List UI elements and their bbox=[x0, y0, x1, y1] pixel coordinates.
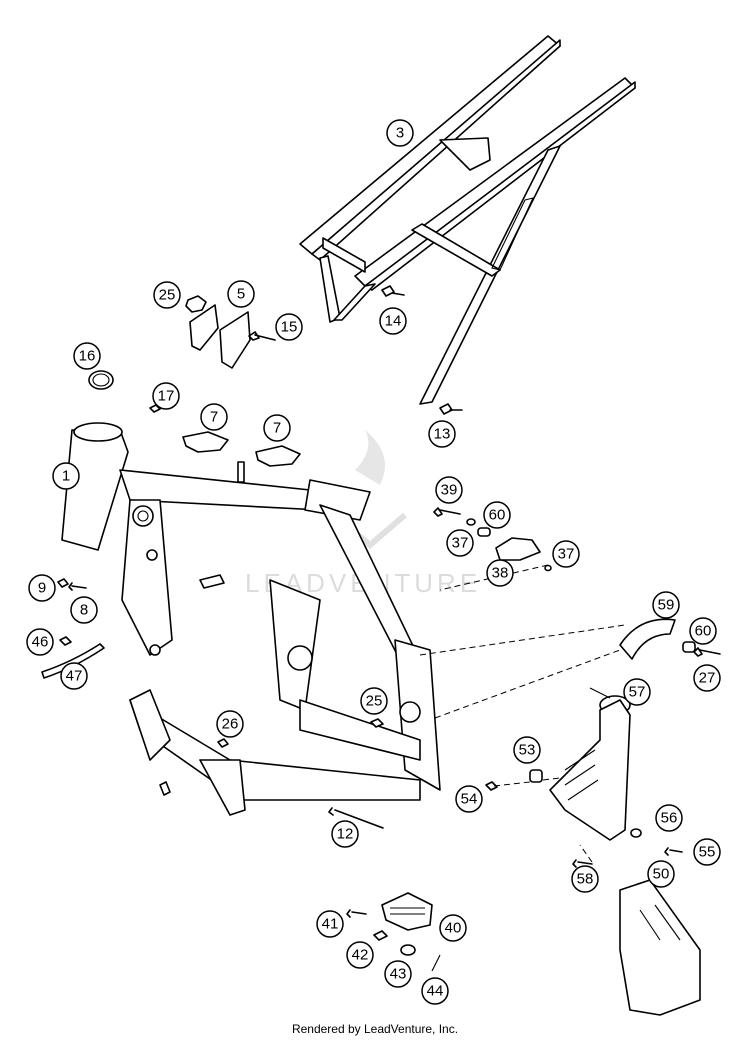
callout-44: 44 bbox=[421, 977, 449, 1005]
svg-text:46: 46 bbox=[32, 634, 49, 651]
svg-text:38: 38 bbox=[492, 565, 509, 582]
svg-text:7: 7 bbox=[273, 420, 281, 437]
main-frame bbox=[61, 422, 441, 816]
svg-text:59: 59 bbox=[658, 597, 675, 614]
callout-25b: 25 bbox=[360, 687, 388, 715]
callout-58: 58 bbox=[571, 865, 599, 893]
svg-text:37: 37 bbox=[452, 535, 469, 552]
callout-16: 16 bbox=[73, 342, 101, 370]
svg-text:54: 54 bbox=[461, 791, 478, 808]
callout-7b: 7 bbox=[263, 414, 291, 442]
svg-text:58: 58 bbox=[577, 871, 594, 888]
leader-lines bbox=[419, 564, 626, 863]
svg-text:13: 13 bbox=[434, 426, 451, 443]
svg-text:25: 25 bbox=[159, 287, 176, 304]
callout-40: 40 bbox=[439, 914, 467, 942]
frame-protector bbox=[485, 699, 701, 1016]
callout-60b: 60 bbox=[689, 617, 717, 645]
callout-12: 12 bbox=[331, 820, 359, 848]
svg-text:47: 47 bbox=[66, 668, 83, 685]
svg-text:1: 1 bbox=[62, 468, 70, 485]
svg-text:27: 27 bbox=[699, 670, 716, 687]
callout-46: 46 bbox=[26, 628, 54, 656]
small-parts-top-left bbox=[88, 370, 161, 413]
subframe-bolts bbox=[381, 285, 463, 415]
callout-13: 13 bbox=[428, 420, 456, 448]
callout-53: 53 bbox=[513, 736, 541, 764]
callout-15: 15 bbox=[275, 313, 303, 341]
svg-text:9: 9 bbox=[38, 580, 46, 597]
svg-text:37: 37 bbox=[558, 546, 575, 563]
callout-5: 5 bbox=[227, 280, 255, 308]
svg-text:25: 25 bbox=[366, 693, 383, 710]
svg-text:60: 60 bbox=[489, 507, 506, 524]
svg-text:53: 53 bbox=[519, 742, 536, 759]
svg-text:41: 41 bbox=[322, 916, 339, 933]
svg-text:16: 16 bbox=[79, 348, 96, 365]
callout-17: 17 bbox=[152, 382, 180, 410]
callout-37b: 37 bbox=[552, 540, 580, 568]
brackets bbox=[185, 295, 276, 369]
svg-text:17: 17 bbox=[158, 388, 175, 405]
svg-text:40: 40 bbox=[445, 920, 462, 937]
subframe bbox=[299, 35, 636, 405]
frame-hardware bbox=[217, 718, 384, 829]
callout-7a: 7 bbox=[200, 403, 228, 431]
callout-labels: 1 3 5 7 7 8 9 12 13 14 15 16 17 25 25 26… bbox=[26, 119, 721, 1005]
svg-text:43: 43 bbox=[390, 966, 407, 983]
svg-text:50: 50 bbox=[653, 866, 670, 883]
right-bracket-parts bbox=[619, 618, 721, 660]
svg-text:5: 5 bbox=[237, 286, 245, 303]
callout-42: 42 bbox=[346, 941, 374, 969]
callout-38: 38 bbox=[486, 559, 514, 587]
callout-25a: 25 bbox=[153, 281, 181, 309]
svg-text:57: 57 bbox=[629, 684, 646, 701]
callout-56: 56 bbox=[655, 804, 683, 832]
svg-text:60: 60 bbox=[695, 623, 712, 640]
svg-text:14: 14 bbox=[385, 313, 402, 330]
svg-text:55: 55 bbox=[699, 844, 716, 861]
callout-60a: 60 bbox=[483, 501, 511, 529]
callout-41: 41 bbox=[316, 910, 344, 938]
svg-text:39: 39 bbox=[441, 482, 458, 499]
footer-credit: Rendered by LeadVenture, Inc. bbox=[291, 1022, 459, 1036]
svg-text:8: 8 bbox=[80, 602, 88, 619]
callout-55: 55 bbox=[693, 838, 721, 866]
svg-text:3: 3 bbox=[396, 125, 404, 142]
svg-text:56: 56 bbox=[661, 810, 678, 827]
callout-9: 9 bbox=[28, 574, 56, 602]
callout-27: 27 bbox=[693, 664, 721, 692]
callout-26: 26 bbox=[216, 710, 244, 738]
svg-text:42: 42 bbox=[352, 947, 369, 964]
callout-37a: 37 bbox=[446, 529, 474, 557]
footpeg-bracket-parts bbox=[433, 507, 552, 572]
callout-57: 57 bbox=[623, 678, 651, 706]
callout-59: 59 bbox=[652, 591, 680, 619]
rubber-pads bbox=[182, 431, 301, 467]
footpeg bbox=[346, 892, 441, 972]
svg-text:26: 26 bbox=[222, 716, 239, 733]
callout-43: 43 bbox=[384, 960, 412, 988]
callout-3: 3 bbox=[386, 119, 414, 147]
svg-text:7: 7 bbox=[210, 409, 218, 426]
callout-50: 50 bbox=[647, 860, 675, 888]
svg-text:44: 44 bbox=[427, 983, 444, 1000]
svg-text:15: 15 bbox=[281, 319, 298, 336]
callout-1: 1 bbox=[52, 462, 80, 490]
callout-47: 47 bbox=[60, 662, 88, 690]
callout-39: 39 bbox=[435, 476, 463, 504]
callout-54: 54 bbox=[455, 785, 483, 813]
callout-14: 14 bbox=[379, 307, 407, 335]
svg-text:12: 12 bbox=[337, 826, 354, 843]
callout-8: 8 bbox=[70, 596, 98, 624]
left-small-parts bbox=[41, 578, 105, 679]
